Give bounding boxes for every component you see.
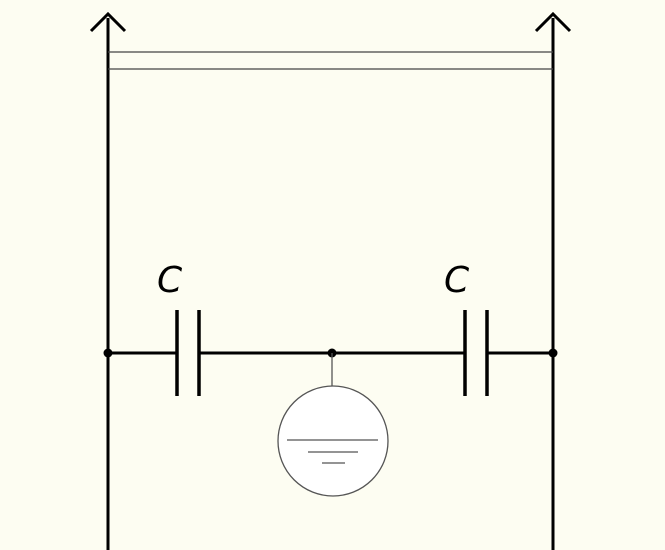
right-arrow-up-icon: [534, 11, 572, 33]
capacitor-left-label: C: [157, 260, 183, 301]
capacitor-left: C: [157, 260, 201, 396]
ground-icon: [277, 353, 389, 497]
right-conductor: [534, 11, 572, 550]
left-arrow-up-icon: [89, 11, 127, 33]
capacitor-right-label: C: [444, 260, 470, 301]
junction-dot-left: [103, 348, 113, 358]
ground-circle: [277, 385, 389, 497]
top-double-rail: [108, 51, 553, 70]
left-conductor: [89, 11, 127, 550]
junction-dot-right: [548, 348, 558, 358]
capacitor-right: C: [444, 260, 489, 396]
